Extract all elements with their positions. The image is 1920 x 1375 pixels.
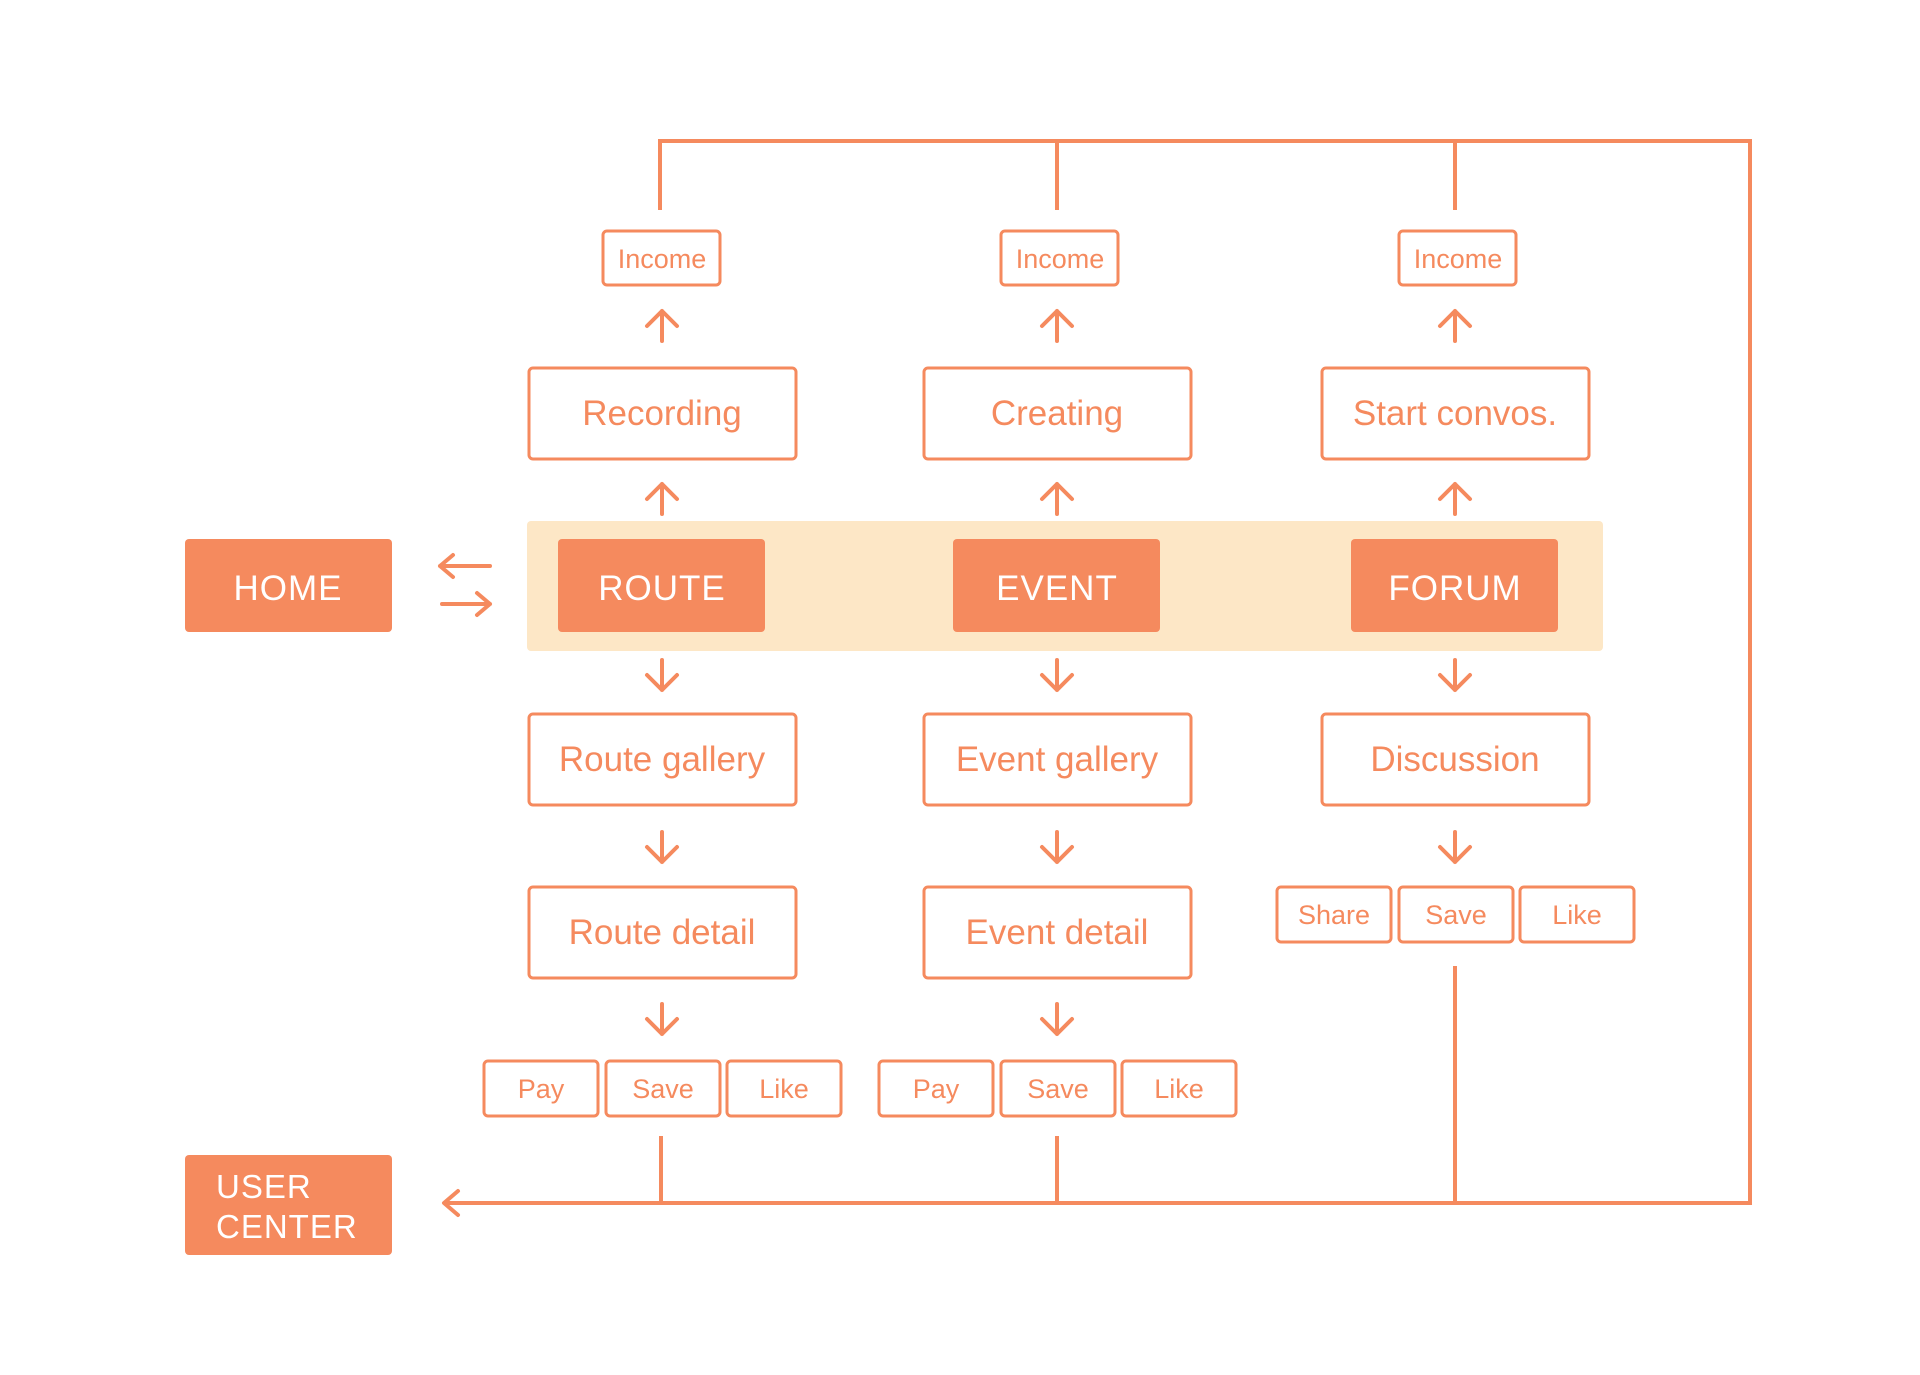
forum-save-label: Save (1425, 900, 1487, 930)
route-like-button[interactable] (725, 1059, 843, 1118)
event-detail-box[interactable] (922, 885, 1193, 980)
event-gallery-box[interactable] (922, 712, 1193, 807)
user-center-label-line1: USER (216, 1168, 312, 1205)
home-label: HOME (234, 569, 343, 608)
income-loop-line (446, 139, 1752, 1205)
route-save-label: Save (632, 1074, 694, 1104)
arrow-right-icon (440, 591, 492, 617)
route-gallery-label: Route gallery (559, 740, 766, 779)
creating-box[interactable] (922, 366, 1193, 461)
recording-box[interactable] (527, 366, 798, 461)
forum-share-label: Share (1298, 900, 1370, 930)
arrow-up-icon (645, 309, 679, 343)
forum-save-button[interactable] (1397, 885, 1515, 944)
arrow-up-icon (1040, 309, 1074, 343)
event-like-label: Like (1154, 1074, 1204, 1104)
event-save-label: Save (1027, 1074, 1089, 1104)
recording-label: Recording (582, 394, 742, 433)
event-income-label: Income (1016, 244, 1105, 274)
discussion-box[interactable] (1320, 712, 1591, 807)
event-save-button[interactable] (999, 1059, 1117, 1118)
user-center-node[interactable]: USER CENTER (185, 1155, 392, 1255)
creating-label: Creating (991, 394, 1123, 433)
arrow-down-icon (645, 830, 679, 864)
arrow-down-icon (645, 658, 679, 692)
bidirectional-arrows (438, 553, 492, 617)
route-like-label: Like (759, 1074, 809, 1104)
discussion-label: Discussion (1370, 740, 1539, 779)
forum-income-box[interactable] (1397, 229, 1518, 287)
arrow-down-icon (1040, 830, 1074, 864)
arrow-up-icon (1438, 482, 1472, 516)
user-center-label-line2: CENTER (216, 1208, 358, 1245)
event-label: EVENT (996, 569, 1118, 608)
event-gallery-label: Event gallery (956, 740, 1159, 779)
home-node[interactable]: HOME (185, 539, 392, 632)
connector-lines (446, 139, 1752, 1205)
arrow-left-icon (438, 553, 492, 579)
forum-share-button[interactable] (1275, 885, 1393, 944)
route-income-box[interactable] (601, 229, 722, 287)
arrow-down-icon (1438, 658, 1472, 692)
arrow-up-icon (1438, 309, 1472, 343)
route-save-button[interactable] (604, 1059, 722, 1118)
arrow-to-user-center (442, 1189, 460, 1217)
forum-income-label: Income (1414, 244, 1503, 274)
event-income-box[interactable] (999, 229, 1120, 287)
forum-like-button[interactable] (1518, 885, 1636, 944)
route-gallery-box[interactable] (527, 712, 798, 807)
forum-like-label: Like (1552, 900, 1602, 930)
start-convos-label: Start convos. (1353, 394, 1557, 433)
forum-label: FORUM (1388, 569, 1521, 608)
start-convos-box[interactable] (1320, 366, 1591, 461)
forum-node[interactable]: FORUM (1351, 539, 1558, 632)
arrow-down-icon (1040, 1002, 1074, 1036)
arrow-down-icon (1040, 658, 1074, 692)
event-pay-label: Pay (913, 1074, 960, 1104)
event-detail-label: Event detail (966, 913, 1149, 952)
arrow-down-icon (645, 1002, 679, 1036)
route-pay-label: Pay (518, 1074, 565, 1104)
event-node[interactable]: EVENT (953, 539, 1160, 632)
event-pay-button[interactable] (877, 1059, 995, 1118)
arrow-down-icon (1438, 830, 1472, 864)
event-like-button[interactable] (1120, 1059, 1238, 1118)
route-pay-button[interactable] (482, 1059, 600, 1118)
route-detail-label: Route detail (569, 913, 756, 952)
arrow-up-icon (1040, 482, 1074, 516)
route-node[interactable]: ROUTE (558, 539, 765, 632)
route-label: ROUTE (598, 569, 726, 608)
route-detail-box[interactable] (527, 885, 798, 980)
route-income-label: Income (618, 244, 707, 274)
arrow-up-icon (645, 482, 679, 516)
